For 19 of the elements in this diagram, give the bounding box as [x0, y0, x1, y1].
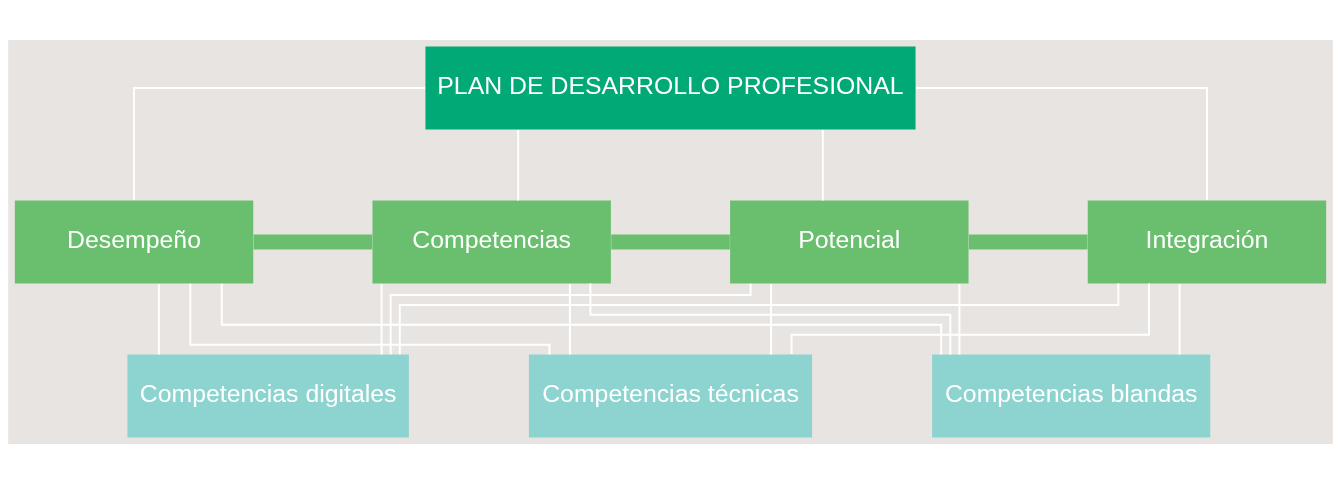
connector: [253, 234, 373, 249]
node-box: Competencias blandas: [932, 354, 1211, 437]
connector: [790, 282, 1150, 355]
connector: [914, 86, 1208, 201]
connector: [968, 234, 1088, 249]
node-box: Integración: [1087, 200, 1327, 283]
connector: [189, 282, 551, 356]
connector: [389, 282, 752, 355]
connector: [133, 86, 427, 201]
node-box: PLAN DE DESARROLLO PROFESIONAL: [425, 46, 916, 129]
node-box: Desempeño: [14, 200, 254, 283]
node-box: Competencias digitales: [127, 354, 409, 437]
node-box: Competencias técnicas: [528, 354, 813, 437]
connector: [589, 282, 952, 355]
node-box: Competencias: [372, 200, 611, 283]
node-box: Potencial: [730, 200, 969, 283]
connector: [611, 234, 730, 249]
connector: [220, 282, 943, 356]
connector: [398, 282, 1120, 355]
